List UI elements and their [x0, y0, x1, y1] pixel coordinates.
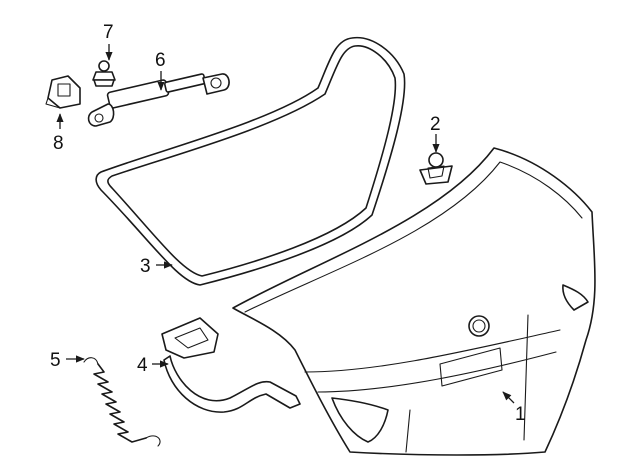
trunk-bumper: [419, 152, 453, 185]
strut-bracket: [45, 75, 81, 109]
callout-5: 5: [50, 350, 61, 371]
callout-labels: 1 2 3 5 4 6 7 8: [50, 22, 526, 425]
weatherstrip-seal: [95, 36, 406, 286]
callout-2: 2: [430, 114, 441, 135]
leader-lines: [56, 44, 515, 404]
callout-8: 8: [53, 133, 64, 154]
trunk-lid: [232, 147, 596, 456]
trunk-hinge: [161, 317, 301, 413]
lift-support-strut: [87, 73, 230, 127]
torsion-spring: [83, 357, 161, 447]
callout-7: 7: [103, 22, 114, 43]
callout-1: 1: [515, 404, 526, 425]
callout-4: 4: [137, 355, 148, 376]
callout-3: 3: [140, 256, 151, 277]
ball-stud: [92, 60, 116, 87]
callout-6: 6: [155, 50, 166, 71]
